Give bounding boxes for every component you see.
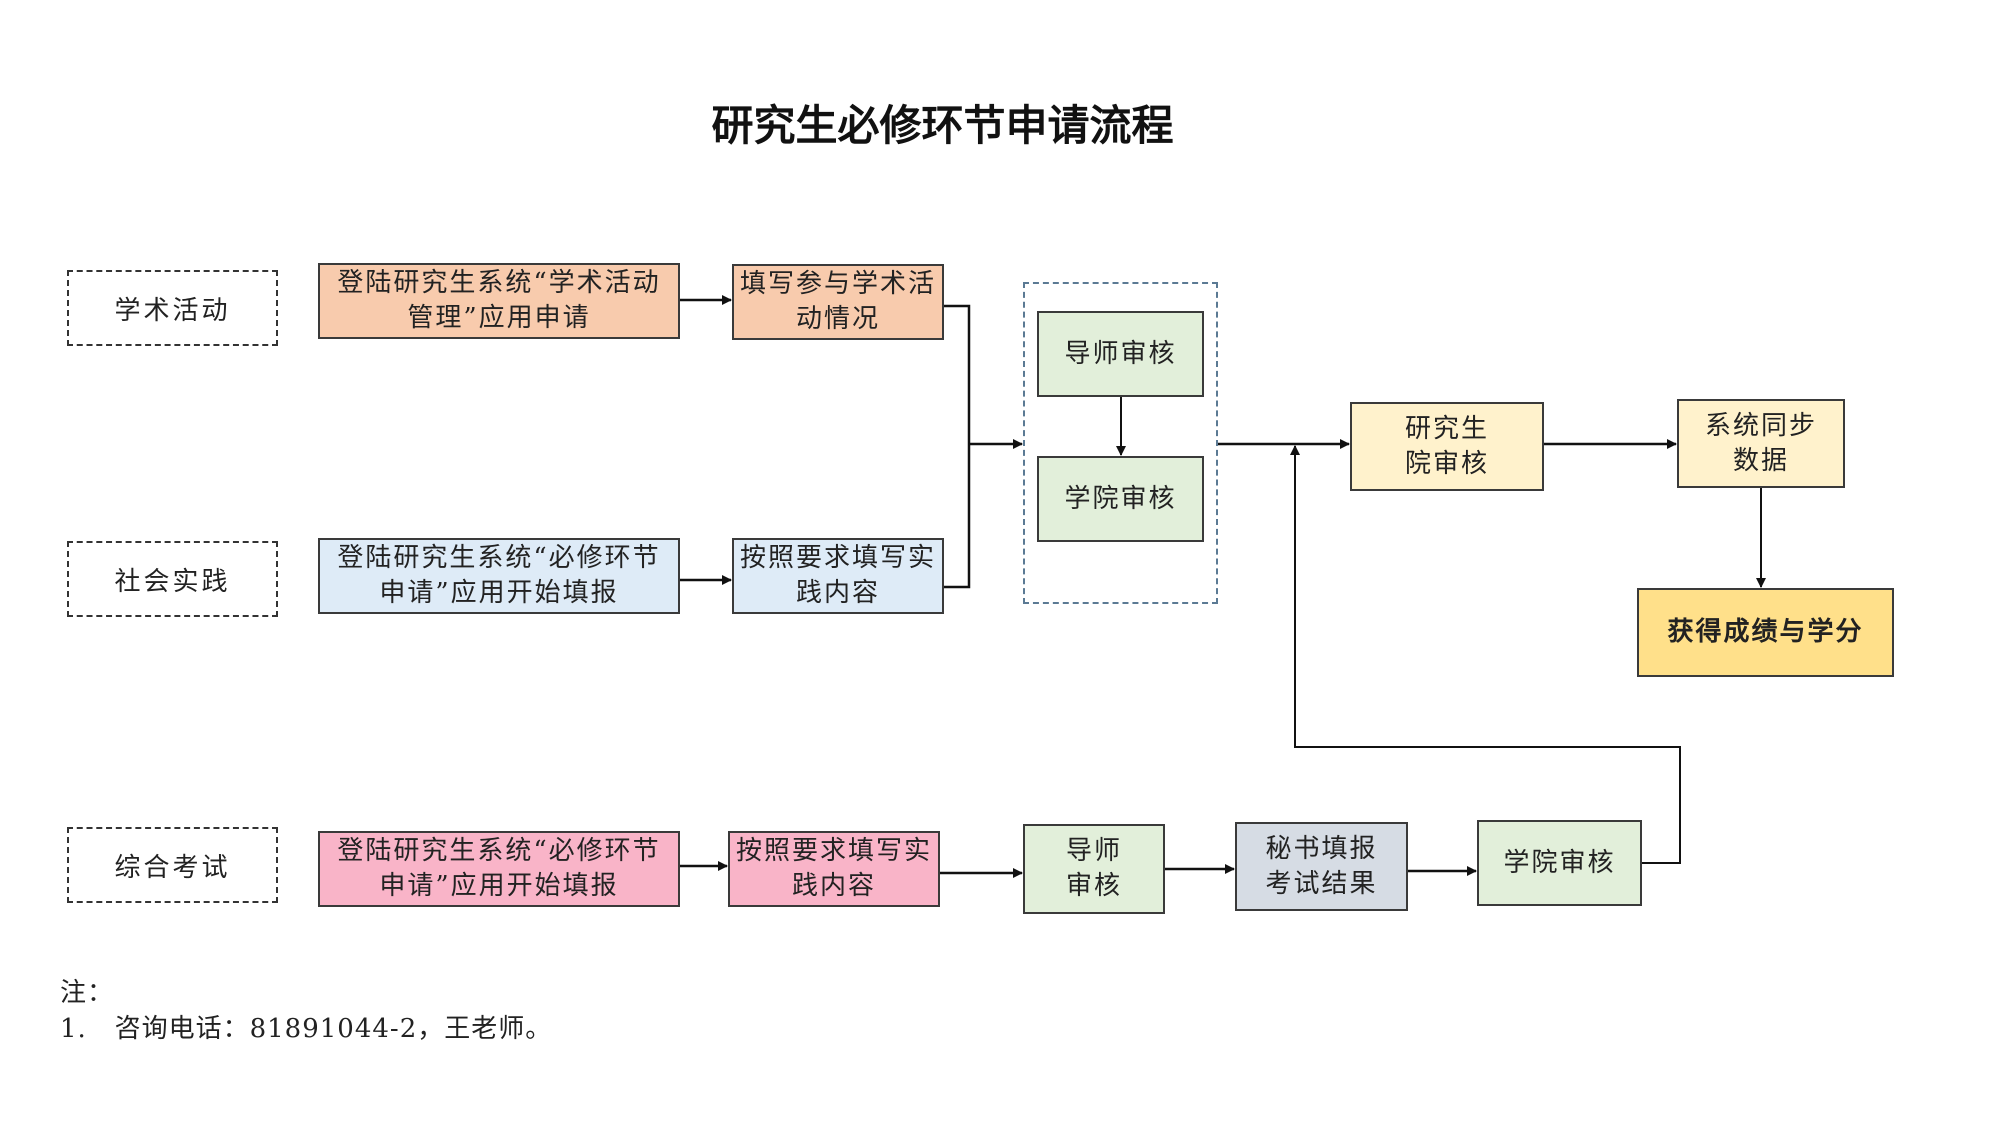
exam-tutor-review: 导师审核 <box>1023 824 1165 914</box>
grad-school-review: 研究生院审核 <box>1350 402 1544 491</box>
academic-login-step: 登陆研究生系统“学术活动管理”应用申请 <box>318 263 680 339</box>
notes-heading: 注： <box>60 978 115 1008</box>
lane-academic: 学术活动 <box>67 270 278 346</box>
arrow-exam-college-to-grad-school <box>1290 445 1681 864</box>
group-tutor-review: 导师审核 <box>1037 311 1204 397</box>
exam-login-step: 登陆研究生系统“必修环节申请”应用开始填报 <box>318 831 680 907</box>
exam-college-review: 学院审核 <box>1477 820 1642 906</box>
group-college-review: 学院审核 <box>1037 456 1204 542</box>
social-fill-step: 按照要求填写实践内容 <box>732 538 944 614</box>
lane-exam: 综合考试 <box>67 827 278 903</box>
social-login-step: 登陆研究生系统“必修环节申请”应用开始填报 <box>318 538 680 614</box>
review-group <box>1023 282 1218 604</box>
academic-fill-step: 填写参与学术活动情况 <box>732 264 944 340</box>
lane-social: 社会实践 <box>67 541 278 617</box>
sync-data-step: 系统同步数据 <box>1677 399 1845 488</box>
exam-fill-step: 按照要求填写实践内容 <box>728 831 940 907</box>
note-item: 1. 咨询电话：81891044-2，王老师。 <box>60 1014 553 1044</box>
page-title: 研究生必修环节申请流程 <box>711 101 1174 150</box>
secretary-fill-result: 秘书填报考试结果 <box>1235 822 1408 911</box>
merge-bracket <box>944 304 971 589</box>
get-credit-step: 获得成绩与学分 <box>1637 588 1894 677</box>
